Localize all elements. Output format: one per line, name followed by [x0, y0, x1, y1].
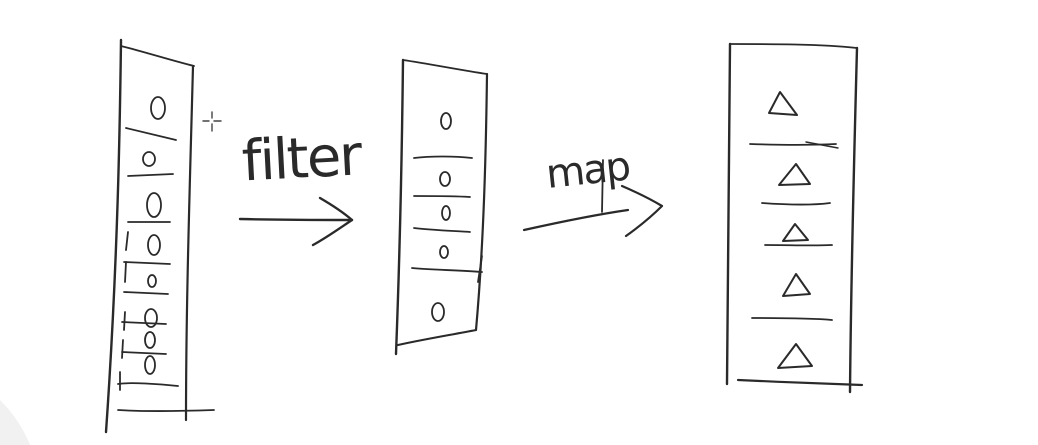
filtered-divider [413, 155, 473, 159]
filtered-divider [413, 195, 471, 198]
source-item-circle [147, 234, 161, 256]
source-item-circle [150, 96, 166, 120]
filtered-list-bottom-edge [397, 329, 477, 346]
source-list-left-edge [104, 38, 123, 434]
source-list-bottom-edge [117, 409, 215, 413]
corner-shade [0, 400, 30, 445]
crosshair-cursor-icon [202, 111, 222, 132]
source-divider [127, 173, 174, 177]
filtered-item-circle [441, 205, 451, 221]
source-tick [125, 231, 129, 251]
source-divider [121, 321, 167, 325]
filtered-tick [477, 255, 483, 283]
map-arrow-icon [522, 159, 664, 238]
source-item-circle [147, 274, 157, 288]
mapped-item-triangle [782, 273, 811, 297]
source-divider [125, 127, 177, 141]
source-item-circle [144, 355, 156, 375]
mapped-list-left-edge [725, 42, 732, 386]
source-tick [124, 261, 127, 283]
source-divider [121, 351, 167, 355]
filter-label: filter [240, 123, 364, 194]
mapped-list-bottom-edge [736, 378, 864, 387]
filtered-list-left-edge [394, 58, 405, 356]
mapped-item-triangle [768, 91, 798, 116]
mapped-item-triangle [782, 223, 809, 242]
source-list-column [104, 38, 215, 434]
source-item-circle [144, 331, 156, 349]
filtered-item-circle [439, 171, 451, 187]
filtered-item-circle [439, 245, 449, 259]
filtered-divider [411, 267, 483, 273]
source-item-circle [146, 192, 162, 218]
filtered-divider [413, 227, 471, 233]
source-tick [121, 339, 124, 359]
mapped-item-triangle [778, 163, 811, 186]
source-divider [123, 291, 169, 295]
source-tick [123, 311, 126, 331]
filtered-list-right-edge [474, 72, 489, 332]
source-item-circle [142, 151, 156, 167]
filtered-item-circle [440, 112, 452, 130]
source-divider [117, 382, 179, 387]
mapped-list-top-edge [729, 43, 858, 49]
filtered-list-column [394, 58, 489, 356]
filter-arrow-icon [238, 196, 354, 247]
source-divider [123, 261, 171, 265]
source-list-right-edge [184, 64, 195, 422]
filtered-list-top-edge [402, 59, 488, 75]
mapped-item-triangle [777, 343, 813, 369]
mapped-divider [761, 202, 831, 206]
mapped-divider [751, 317, 833, 321]
source-item-circle [144, 308, 158, 328]
mapped-list-right-edge [848, 46, 859, 394]
map-label: map [544, 143, 632, 197]
mapped-divider [805, 141, 839, 149]
filtered-item-circle [431, 302, 445, 322]
mapped-list-column [725, 42, 864, 394]
mapped-divider [749, 143, 837, 146]
source-list-top-edge [120, 45, 195, 67]
